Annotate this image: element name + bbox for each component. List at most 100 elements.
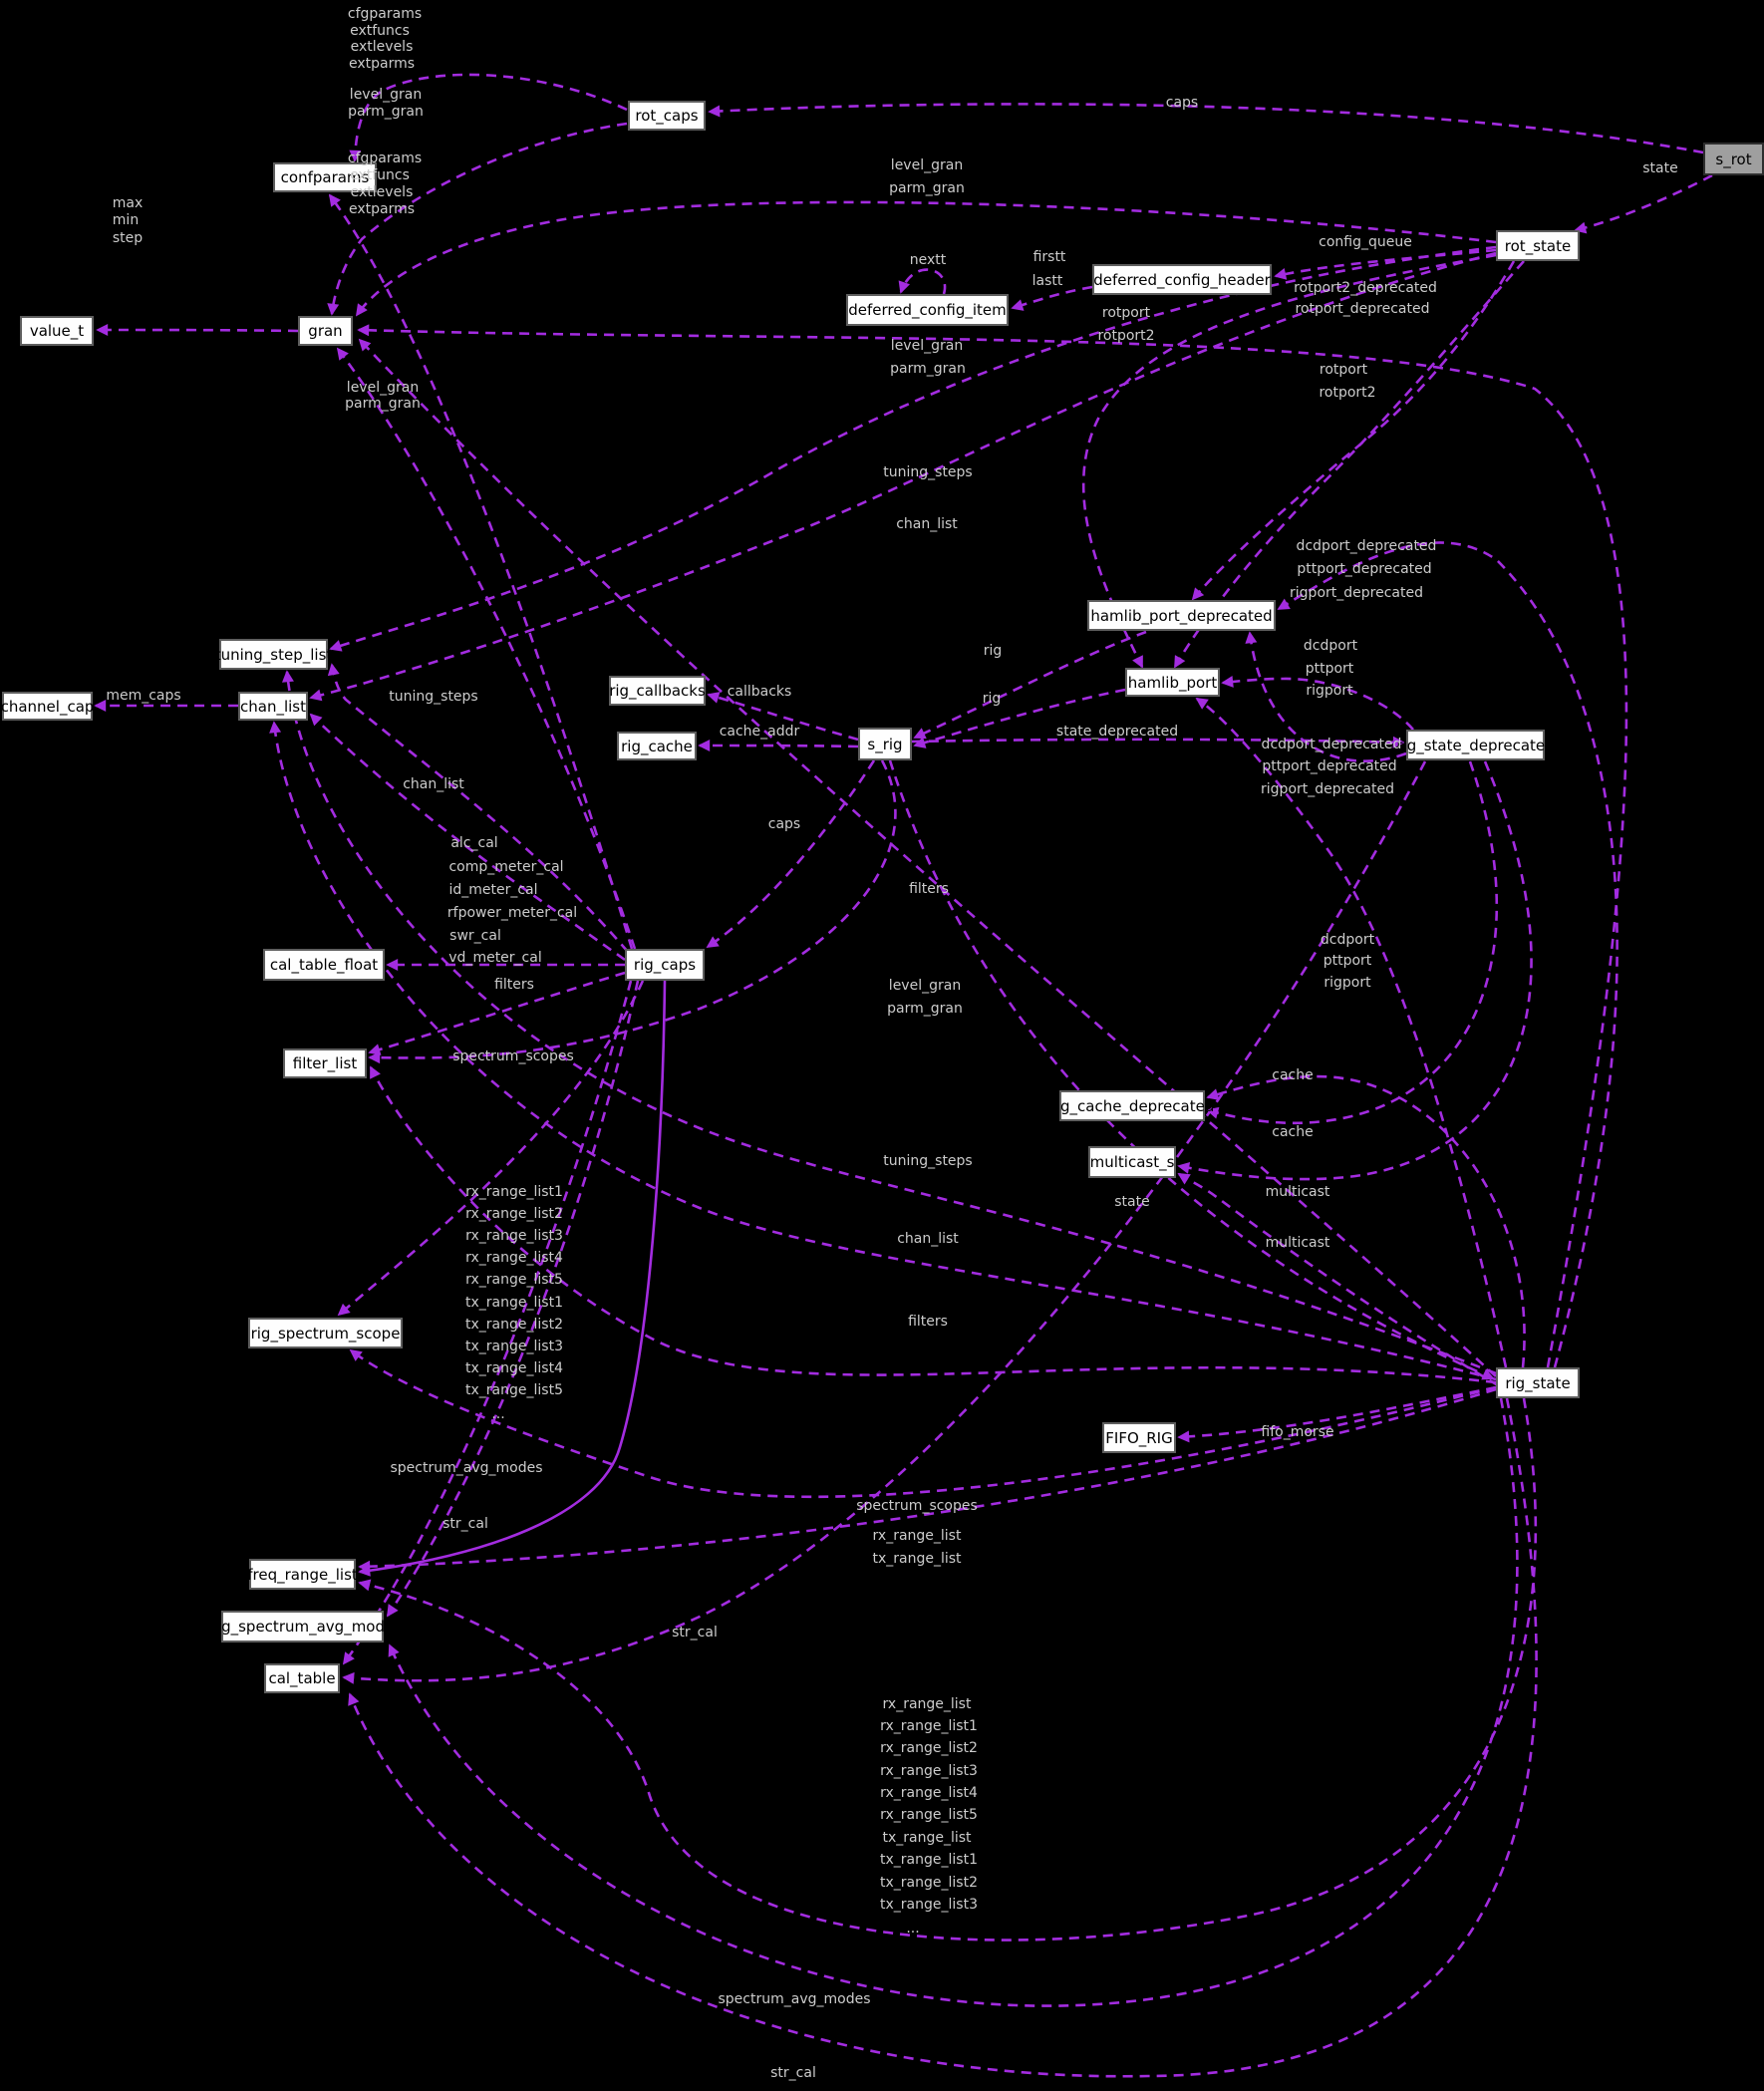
edge-label: cache	[1272, 1124, 1314, 1140]
edge-23	[706, 759, 876, 949]
node-multicast_s[interactable]: multicast_s	[1088, 1146, 1176, 1178]
edge-label: level_gran	[349, 87, 423, 103]
node-tuning_step_list[interactable]: tuning_step_list	[215, 639, 332, 670]
edge-41	[368, 971, 626, 1055]
node-gran[interactable]: gran	[298, 316, 353, 346]
edge-label: rx_range_list3	[880, 1763, 978, 1779]
edge-label: pttport_deprecated	[1262, 758, 1397, 774]
edge-7	[358, 338, 1497, 1377]
edge-32	[1177, 1385, 1497, 1443]
edge-3	[327, 122, 628, 316]
edge-label: vd_meter_cal	[448, 950, 542, 966]
node-rig_cache_deprecated[interactable]: rig_cache_deprecated	[1050, 1090, 1214, 1121]
edge-15	[1245, 631, 1407, 762]
edge-label: tx_range_list1	[465, 1295, 563, 1311]
node-channel_cap[interactable]: channel_cap	[1, 692, 94, 721]
edge-label: config_queue	[1319, 234, 1412, 250]
node-chan_list[interactable]: chan_list	[238, 692, 308, 721]
edge-31	[1177, 760, 1533, 1181]
node-rig_state_deprecated[interactable]: rig_state_deprecated	[1396, 730, 1555, 760]
node-deferred_config_header[interactable]: deferred_config_header	[1092, 264, 1272, 295]
edge-label: extfuncs	[350, 23, 410, 39]
node-filter_list[interactable]: filter_list	[283, 1048, 367, 1078]
node-cal_table[interactable]: cal_table	[264, 1663, 340, 1693]
edge-49	[388, 1397, 1519, 2007]
node-s_rig[interactable]: s_rig	[858, 728, 912, 760]
edge-48	[386, 980, 640, 1618]
edge-label: dcdport	[1320, 932, 1375, 948]
edge-9	[96, 324, 299, 337]
edge-label: rx_range_list3	[465, 1228, 563, 1244]
edge-label: rotport2_deprecated	[1294, 280, 1437, 296]
node-hamlib_port[interactable]: hamlib_port	[1125, 668, 1220, 697]
edge-label: level_gran	[346, 380, 420, 396]
edge-label: spectrum_scopes	[452, 1048, 574, 1064]
edge-label: tx_range_list	[882, 1830, 972, 1846]
edge-label: dcdport	[1303, 638, 1358, 654]
node-value_t[interactable]: value_t	[20, 316, 94, 346]
edge-label: cfgparams	[347, 6, 423, 22]
node-rot_caps[interactable]: rot_caps	[628, 101, 706, 131]
edge-30	[1177, 1172, 1499, 1387]
node-rig_spectrum_avg_mode[interactable]: rig_spectrum_avg_mode	[211, 1611, 394, 1643]
edge-33	[329, 245, 1497, 652]
edge-0	[708, 103, 1704, 154]
node-rig_callbacks[interactable]: rig_callbacks	[609, 676, 706, 706]
node-confparams[interactable]: confparams	[273, 162, 377, 192]
edge-label: rigport_deprecated	[1290, 585, 1423, 601]
edge-label: tuning_steps	[389, 689, 478, 705]
node-hamlib_port_deprecated[interactable]: hamlib_port_deprecated	[1087, 600, 1276, 631]
node-FIFO_RIG[interactable]: FIFO_RIG	[1102, 1422, 1176, 1453]
edge-47	[358, 1397, 1538, 1942]
edge-label: caps	[767, 816, 801, 832]
node-deferred_config_item[interactable]: deferred_config_item	[846, 294, 1009, 326]
edge-14	[1277, 541, 1618, 1368]
edge-label: swr_cal	[449, 928, 501, 944]
edge-4	[328, 193, 634, 950]
edge-label: rx_range_list5	[880, 1807, 978, 1823]
edge-label: rig	[983, 643, 1003, 659]
edge-label: mem_caps	[106, 688, 181, 704]
edge-17	[1082, 253, 1497, 669]
edge-label: rfpower_meter_cal	[446, 905, 578, 921]
edge-label: rigport	[1306, 683, 1353, 699]
edge-label: rotport2	[1097, 328, 1155, 344]
node-freq_range_list[interactable]: freq_range_list	[247, 1559, 358, 1590]
edge-37	[281, 670, 1497, 1375]
node-rig_cache[interactable]: rig_cache	[617, 732, 697, 760]
node-rig_caps[interactable]: rig_caps	[625, 949, 705, 981]
edge-10	[1274, 248, 1497, 280]
edge-label: parm_gran	[890, 361, 966, 377]
edge-38	[269, 721, 1497, 1381]
edge-45	[358, 980, 667, 1577]
node-cal_table_float[interactable]: cal_table_float	[263, 949, 385, 981]
edge-1	[1574, 173, 1713, 234]
edge-44	[349, 1348, 1497, 1499]
edge-label: str_cal	[442, 1516, 488, 1532]
node-s_rot[interactable]: s_rot	[1703, 143, 1764, 175]
edge-label: cache_addr	[719, 724, 800, 740]
edge-label: extparms	[348, 201, 416, 217]
edge-label: multicast	[1265, 1235, 1330, 1251]
edge-label: firstt	[1032, 249, 1066, 265]
edge-label: tx_range_list1	[880, 1852, 978, 1868]
edge-label: caps	[1165, 95, 1199, 111]
edge-label: rx_range_list1	[465, 1184, 563, 1200]
edge-21	[698, 740, 859, 752]
edge-label: rotport	[1101, 305, 1151, 321]
node-rig_spectrum_scope[interactable]: rig_spectrum_scope	[248, 1318, 403, 1348]
edge-label: parm_gran	[887, 1001, 963, 1017]
edge-label: pttport_deprecated	[1297, 561, 1432, 577]
node-rig_state[interactable]: rig_state	[1496, 1367, 1580, 1398]
edge-label: rotport_deprecated	[1295, 301, 1430, 317]
edge-label: min	[112, 212, 140, 228]
edge-label: tx_range_list4	[465, 1360, 563, 1376]
edge-12	[898, 268, 947, 295]
edge-2	[349, 73, 628, 162]
edge-label: ...	[491, 1406, 505, 1422]
edge-35	[327, 663, 629, 953]
edge-label: rx_range_list1	[880, 1718, 978, 1734]
edge-52	[348, 1397, 1538, 2078]
node-rot_state[interactable]: rot_state	[1496, 230, 1580, 261]
edge-11	[1011, 285, 1093, 311]
